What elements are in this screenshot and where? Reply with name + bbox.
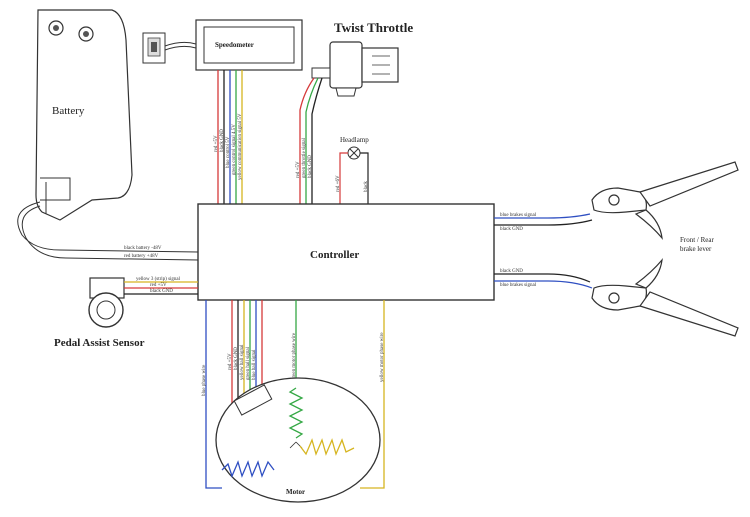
throttle-wire-label: red +5V	[296, 161, 301, 178]
speedometer: Speedometer	[142, 19, 303, 71]
brake-top-wire-label: blue brakes signal	[500, 213, 537, 218]
twist-throttle-label: Twist Throttle	[334, 20, 413, 35]
throttle-wire-label: green throttle signal	[302, 137, 307, 178]
battery-label: Battery	[52, 105, 85, 117]
motor-wire-label: green motor phase wire	[292, 332, 297, 380]
brake-top-wire-label: black GND	[500, 227, 523, 232]
motor-wire-label: blue phase wire	[202, 364, 207, 396]
battery: Battery	[35, 9, 133, 221]
motor: Motor	[215, 377, 381, 503]
pedal-assist-label: Pedal Assist Sensor	[54, 337, 145, 349]
motor-wire-label: red +5V	[228, 353, 233, 370]
motor-wire-label: blue hall signal	[252, 349, 257, 380]
motor-wire-label: green hall signal	[246, 346, 251, 380]
motor-label: Motor	[286, 488, 305, 496]
headlamp-label: Headlamp	[340, 136, 369, 144]
brake-lever-bottom	[591, 258, 739, 337]
pas-wire-label: yellow 3 (strip) signal	[136, 277, 181, 282]
headlamp: Headlamp red +6V black	[336, 136, 369, 204]
motor-wire-label: yellow hall signal	[240, 344, 245, 380]
battery-neg-wire-label: black battery -48V	[124, 246, 162, 251]
battery-terminal-icon	[48, 20, 64, 36]
battery-cables: black battery -48V red battery +48V	[17, 201, 199, 261]
twist-throttle: Twist Throttle	[311, 20, 413, 97]
throttle-wire-label: black GND	[308, 155, 313, 178]
controller-label: Controller	[310, 249, 359, 261]
battery-terminal-icon	[78, 26, 94, 42]
hall-sensor-icon	[233, 384, 273, 416]
controller: Controller	[197, 203, 495, 301]
speedometer-label: Speedometer	[215, 41, 254, 49]
motor-wire-label: black GND	[234, 347, 239, 370]
pas-wire-label: black GND	[150, 289, 173, 294]
brake-wires-top: blue brakes signal black GND	[494, 213, 593, 232]
battery-pos-wire-label: red battery +48V	[124, 254, 159, 259]
brake-levers-label: Front / Rear brake lever	[680, 236, 716, 253]
motor-wires: blue phase wire red +5V black GND yellow…	[202, 300, 385, 489]
motor-wire-label: yellow motor phase wire	[380, 332, 385, 382]
headlamp-wire-label: black	[364, 181, 369, 192]
brake-bottom-wire-label: blue brakes signal	[500, 283, 537, 288]
speedo-wire-label: red +5V	[214, 135, 219, 152]
brake-wires-bottom: black GND blue brakes signal	[494, 269, 593, 289]
speedometer-wires: red +5V black GND blue control 5V green …	[214, 70, 243, 204]
headlamp-wire-label: red +6V	[336, 175, 341, 192]
throttle-wires: red +5V green throttle signal black GND	[296, 77, 323, 204]
pedal-assist-sensor: yellow 3 (strip) signal red +5V black GN…	[54, 277, 198, 349]
brake-lever-top	[591, 161, 739, 240]
pas-wire-label: red +5V	[150, 283, 167, 288]
coil-icon	[221, 460, 275, 478]
speedo-wire-label: blue control 5V	[226, 136, 231, 168]
coil-icon	[288, 387, 304, 439]
brake-bottom-wire-label: black GND	[500, 269, 523, 274]
speedo-wire-label: green control signal 4.5V	[232, 124, 237, 175]
speedo-wire-label: yellow communication signal 5V	[238, 113, 243, 180]
speedo-wire-label: black GND	[220, 129, 225, 152]
coil-icon	[299, 438, 355, 456]
